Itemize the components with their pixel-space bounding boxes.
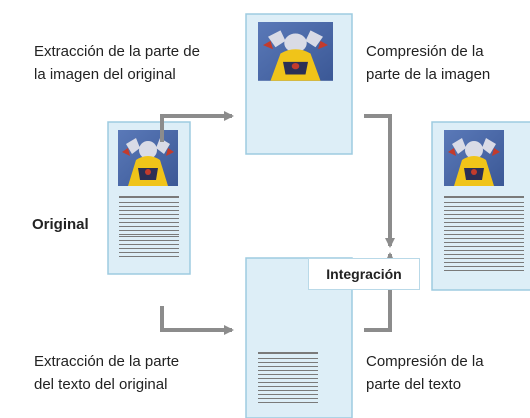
extract-image-label: Extracción de la parte de la imagen del …: [34, 40, 200, 86]
integration-label: Integración: [326, 266, 402, 282]
compress-text-label: Compresión de la parte del texto: [366, 350, 484, 396]
result-page: [431, 121, 530, 291]
compress-text-line-2: parte del texto: [366, 376, 462, 393]
image-part-page: [245, 13, 353, 155]
compress-image-line-2: parte de la imagen: [366, 66, 491, 83]
compress-image-line-1: Compresión de la: [366, 43, 484, 60]
compress-image-label: Compresión de la parte de la imagen: [366, 40, 490, 86]
arrow-image-to-integration-icon: [364, 114, 395, 248]
extract-image-line-2: la imagen del original: [34, 66, 176, 83]
result-photo-icon: [444, 130, 504, 186]
extract-text-line-1: Extracción de la parte: [34, 353, 180, 370]
extract-image-line-1: Extracción de la parte de: [34, 43, 200, 60]
original-label: Original: [32, 216, 89, 233]
arrow-to-text-part-icon: [160, 306, 234, 335]
original-page: [107, 121, 191, 275]
compress-text-line-1: Compresión de la: [366, 353, 484, 370]
arrow-to-image-part-icon: [160, 111, 234, 142]
image-part-photo-icon: [258, 22, 333, 81]
extract-text-label: Extracción de la parte del texto del ori…: [34, 350, 179, 396]
integration-box: Integración: [308, 258, 420, 290]
original-photo-icon: [118, 130, 178, 186]
extract-text-line-2: del texto del original: [34, 376, 168, 393]
